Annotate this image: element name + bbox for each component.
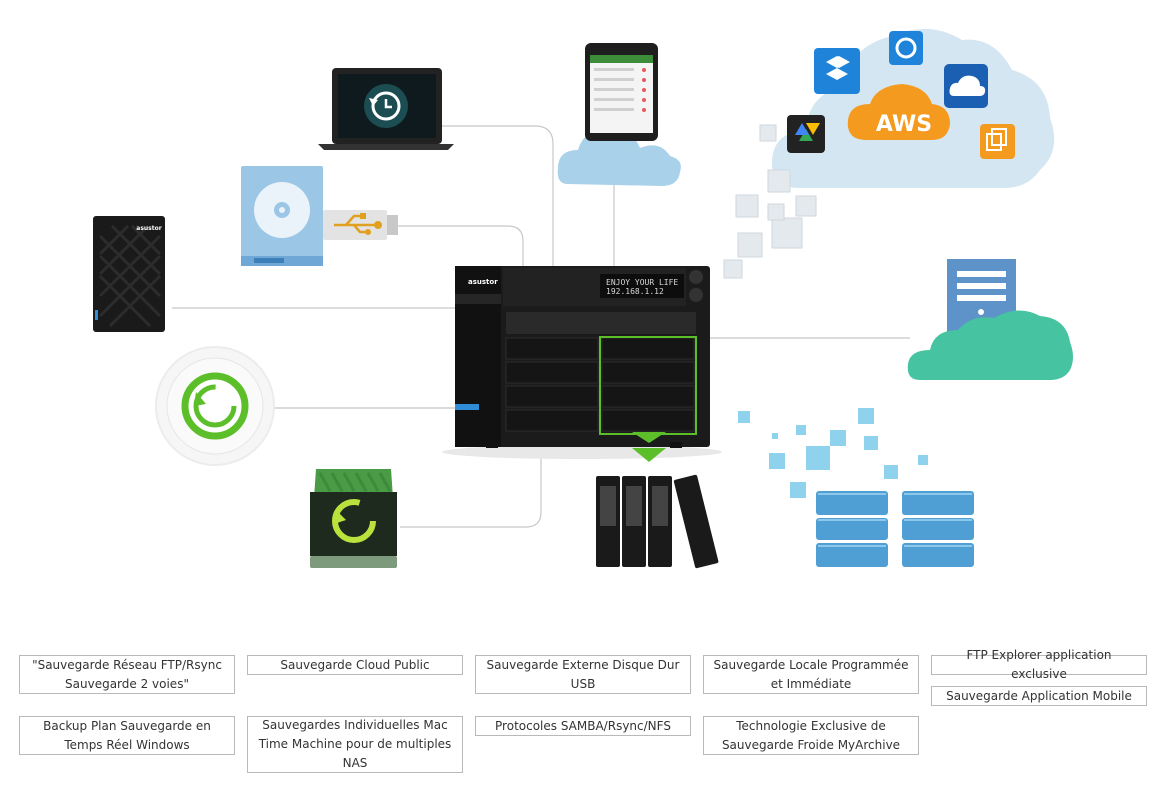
drive-bays bbox=[505, 337, 695, 432]
label-cloud-backup: Sauvegarde Cloud Public bbox=[247, 655, 463, 675]
line-usb bbox=[398, 225, 524, 268]
time-machine-icon bbox=[364, 84, 408, 128]
label-local-backup: Sauvegarde Locale Programmée et Immédiat… bbox=[703, 655, 919, 694]
label-protocols: Protocoles SAMBA/Rsync/NFS bbox=[475, 716, 691, 736]
backup-diagram: AWS bbox=[93, 28, 1073, 569]
connector-lines bbox=[172, 125, 910, 528]
label-mobile-backup: Sauvegarde Application Mobile bbox=[931, 686, 1147, 706]
database-icon bbox=[902, 491, 974, 567]
label-usb-backup: Sauvegarde Externe Disque Dur USB bbox=[475, 655, 691, 694]
aws-label: AWS bbox=[876, 112, 932, 137]
label-text: "Sauvegarde Réseau FTP/Rsync Sauvegarde … bbox=[32, 657, 222, 691]
label-text: Sauvegarde Application Mobile bbox=[946, 688, 1132, 703]
main-nas: asustor ENJOY YOUR LIFE 192.168.1.12 bbox=[442, 266, 722, 462]
small-nas: asustor bbox=[93, 216, 165, 332]
down-arrow-icon bbox=[632, 432, 666, 462]
lcd-line-1: ENJOY YOUR LIFE bbox=[606, 278, 678, 287]
floating-cubes bbox=[723, 124, 817, 279]
drive-trays bbox=[596, 474, 719, 569]
label-text: Sauvegarde Locale Programmée et Immédiat… bbox=[713, 657, 909, 691]
sync-icon bbox=[889, 31, 923, 65]
label-network-backup: "Sauvegarde Réseau FTP/Rsync Sauvegarde … bbox=[19, 655, 235, 694]
nas-brand: asustor bbox=[468, 278, 498, 286]
lcd-line-2: 192.168.1.12 bbox=[606, 287, 664, 296]
small-cloud-icon bbox=[557, 129, 681, 186]
label-text: Protocoles SAMBA/Rsync/NFS bbox=[495, 718, 671, 733]
label-time-machine: Sauvegardes Individuelles Mac Time Machi… bbox=[247, 716, 463, 773]
data-squares bbox=[738, 408, 928, 498]
dropbox-icon bbox=[814, 48, 860, 94]
public-cloud: AWS bbox=[771, 28, 1055, 189]
label-text: Sauvegarde Cloud Public bbox=[280, 657, 430, 672]
google-drive-icon bbox=[787, 115, 825, 153]
label-text: Backup Plan Sauvegarde en Temps Réel Win… bbox=[43, 718, 211, 752]
usb-drive bbox=[241, 166, 398, 266]
onedrive-icon bbox=[944, 64, 988, 108]
remote-server bbox=[907, 259, 1073, 380]
label-backup-plan: Backup Plan Sauvegarde en Temps Réel Win… bbox=[19, 716, 235, 755]
myarchive-drive bbox=[310, 469, 397, 568]
copy-icon bbox=[980, 124, 1015, 159]
label-ftp-explorer: FTP Explorer application exclusive bbox=[931, 648, 1147, 681]
line-laptop bbox=[442, 125, 554, 268]
label-myarchive: Technologie Exclusive de Sauvegarde Froi… bbox=[703, 716, 919, 755]
mobile-phone bbox=[557, 43, 681, 186]
aws-icon: AWS bbox=[847, 84, 950, 140]
backup-plan-icon bbox=[155, 346, 275, 466]
database-stacks bbox=[816, 491, 974, 567]
label-text: FTP Explorer application exclusive bbox=[966, 648, 1112, 681]
small-nas-brand: asustor bbox=[136, 225, 161, 232]
label-text: Sauvegarde Externe Disque Dur USB bbox=[486, 657, 680, 691]
teal-cloud-icon bbox=[907, 310, 1073, 380]
usb-icon bbox=[323, 210, 398, 240]
line-myarchive bbox=[400, 446, 542, 528]
laptop bbox=[318, 68, 454, 150]
label-text: Sauvegardes Individuelles Mac Time Machi… bbox=[258, 718, 452, 770]
database-icon bbox=[816, 491, 888, 567]
label-text: Technologie Exclusive de Sauvegarde Froi… bbox=[721, 718, 901, 752]
